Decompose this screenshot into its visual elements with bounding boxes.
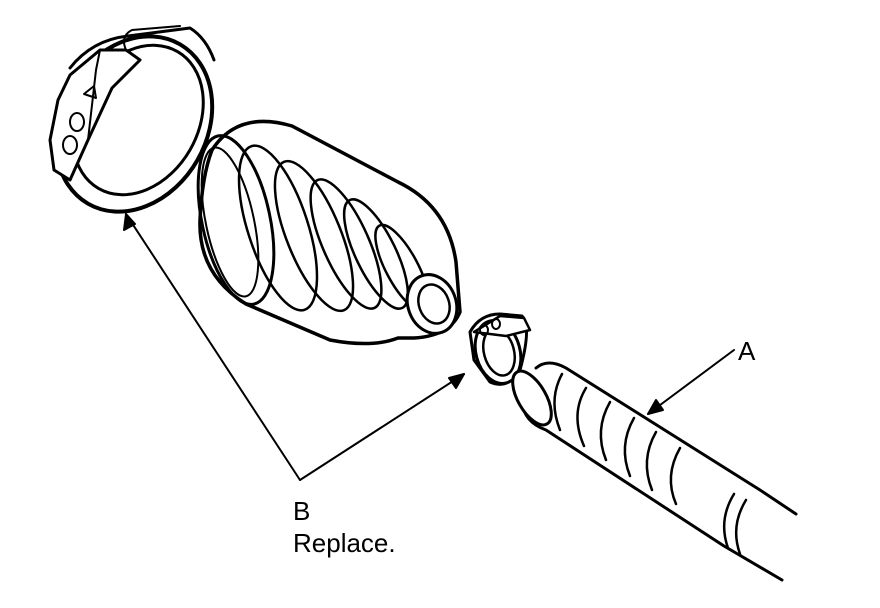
- callout-a: A: [738, 336, 756, 366]
- small-boot-band: [468, 312, 532, 386]
- callout-b-note: Replace.: [293, 528, 396, 558]
- leader-lines: [123, 213, 735, 481]
- leader-b-small-band: [299, 373, 465, 481]
- cv-joint-boot: [196, 119, 462, 346]
- large-boot-band: [48, 25, 216, 214]
- leader-a: [647, 349, 735, 415]
- driveshaft: [511, 361, 798, 582]
- leader-b-large-band: [125, 213, 301, 481]
- callout-b: B: [293, 496, 311, 526]
